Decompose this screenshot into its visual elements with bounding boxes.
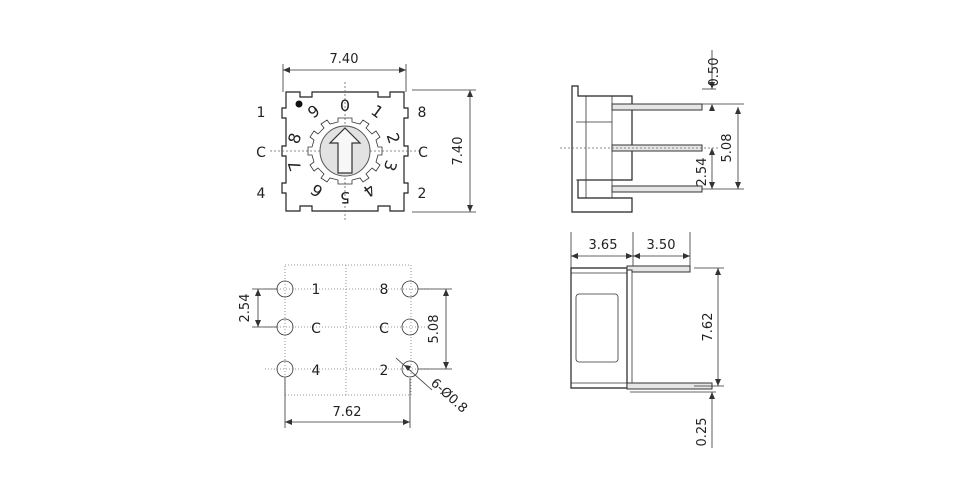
front-window	[575, 293, 619, 363]
footprint-view: 1 8 C C 4 2 2.54 5.08 7.62 6-Ø0.8	[238, 264, 470, 428]
dial-digit-9: 9	[304, 101, 323, 122]
hole-size-dim: 6-Ø0.8	[427, 376, 470, 417]
top-height-dim: 7.40	[451, 137, 466, 166]
pad-label-2: 2	[380, 363, 389, 379]
front-pin-top	[626, 265, 691, 273]
footprint-pitch-dim: 2.54	[238, 294, 253, 323]
top-pin-label-4: 4	[257, 186, 266, 202]
top-view: 7.40 7.40 0 1 2 3 4 5 6 7 8 9 1 C 4 8 C	[256, 52, 476, 220]
dial-digit-8: 8	[284, 131, 305, 147]
dial-digit-4: 4	[360, 180, 379, 201]
side-view: 0.50 5.08 2.54	[560, 50, 744, 213]
dial-digit-0: 0	[340, 96, 350, 115]
dial-digit-7: 7	[284, 158, 305, 174]
arrow-indicator	[328, 127, 362, 174]
side-pin	[611, 103, 703, 111]
top-pin-label-c-left: C	[256, 145, 266, 161]
front-right-dim: 3.50	[647, 238, 676, 253]
pad-label-1: 1	[312, 282, 321, 298]
pad-label-8: 8	[380, 282, 389, 298]
footprint-row-span-dim: 5.08	[427, 315, 442, 344]
front-pin-bottom	[626, 382, 713, 390]
dial-digit-5: 5	[340, 188, 350, 207]
side-pin	[611, 185, 703, 193]
pad-hole	[401, 318, 419, 336]
pad-label-4: 4	[312, 363, 321, 379]
rotor-gear	[307, 117, 383, 185]
dial-digit-3: 3	[380, 158, 401, 174]
front-view: 3.65 3.50 7.62 0.25	[570, 232, 724, 448]
dial-digit-2: 2	[383, 131, 404, 147]
top-pin-label-8: 8	[418, 105, 427, 121]
front-height-dim: 7.62	[701, 313, 716, 342]
switch-body-outline	[281, 91, 409, 212]
pin1-marker-dot	[295, 100, 303, 108]
pad-label-c-right: C	[379, 321, 389, 337]
footprint-col-span-dim: 7.62	[333, 405, 362, 420]
front-left-dim: 3.65	[589, 238, 618, 253]
side-pitch-dim: 2.54	[695, 158, 710, 187]
top-pin-label-c-right: C	[418, 145, 428, 161]
top-pin-label-1: 1	[257, 105, 266, 121]
pad-hole	[276, 280, 294, 298]
top-width-dim: 7.40	[330, 52, 359, 67]
side-top-dim: 0.50	[707, 58, 722, 87]
front-bottom-dim: 0.25	[695, 418, 710, 447]
dial-digit-6: 6	[307, 180, 326, 201]
pad-label-c-left: C	[311, 321, 321, 337]
side-span-dim: 5.08	[720, 134, 735, 163]
dial-digit-1: 1	[368, 101, 387, 122]
front-body	[570, 267, 628, 389]
pad-hole	[276, 360, 294, 378]
top-pin-label-2: 2	[418, 186, 427, 202]
